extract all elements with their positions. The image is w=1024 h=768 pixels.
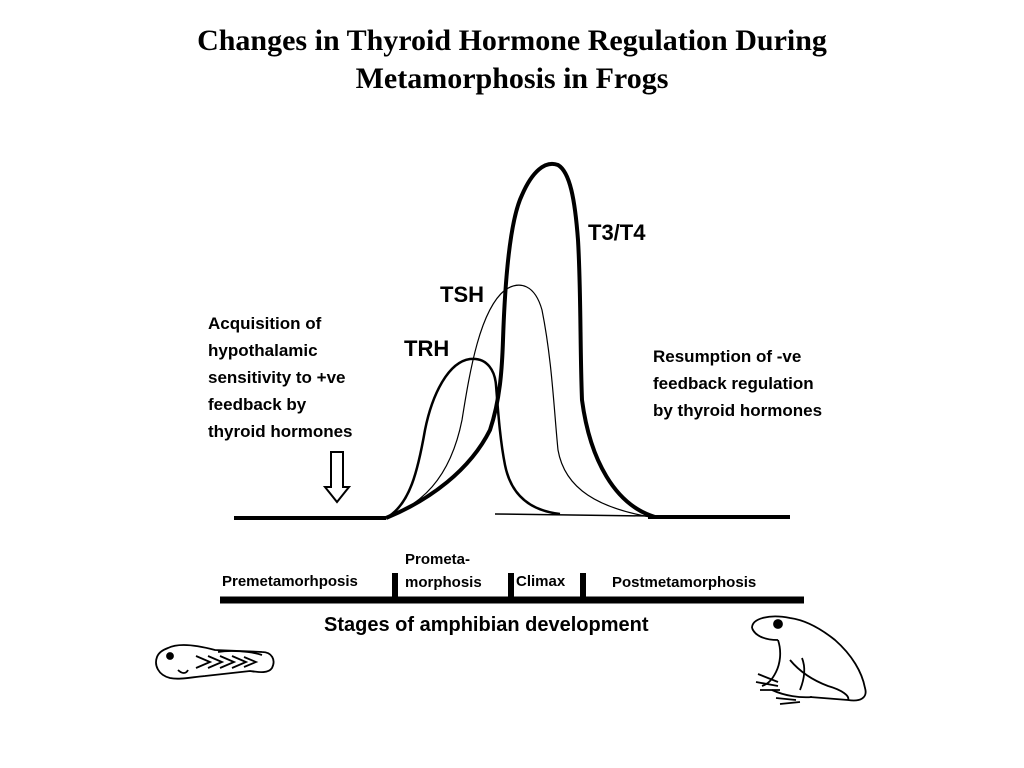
stage-prometa-line-2: morphosis: [405, 574, 482, 591]
right-note-line: feedback regulation: [653, 374, 814, 393]
trh-label: TRH: [404, 336, 450, 361]
frog-icon: [751, 615, 867, 705]
left-note-line: feedback by: [208, 395, 307, 414]
down-arrow-icon: [322, 451, 352, 504]
left-note-line: hypothalamic: [208, 341, 318, 360]
left-note: Acquisition of hypothalamic sensitivity …: [208, 310, 353, 445]
right-note-line: Resumption of -ve: [653, 347, 802, 366]
tadpole-icon: [155, 644, 275, 680]
left-note-line: thyroid hormones: [208, 422, 353, 441]
page-title: Changes in Thyroid Hormone Regulation Du…: [0, 22, 1024, 98]
stage-premetamorphosis: Premetamorhposis: [222, 573, 358, 590]
tsh-curve: [385, 284, 651, 519]
stage-prometamorphosis: Prometa- morphosis: [405, 550, 482, 592]
right-note-line: by thyroid hormones: [653, 401, 823, 420]
tsh-label: TSH: [440, 282, 484, 307]
stage-climax: Climax: [516, 573, 566, 590]
baseline-middle: [494, 513, 651, 517]
title-line-1: Changes in Thyroid Hormone Regulation Du…: [197, 24, 827, 57]
t3t4-curve: [385, 161, 656, 520]
axis-title: Stages of amphibian development: [324, 614, 649, 636]
trh-curve: [385, 357, 561, 520]
left-note-line: sensitivity to +ve: [208, 368, 346, 387]
left-note-line: Acquisition of: [208, 314, 322, 333]
stage-prometa-line-1: Prometa-: [405, 551, 471, 568]
t3t4-label: T3/T4: [588, 220, 646, 245]
title-line-2: Metamorphosis in Frogs: [355, 62, 669, 95]
right-note: Resumption of -ve feedback regulation by…: [653, 343, 822, 424]
stage-postmetamorphosis: Postmetamorphosis: [612, 574, 757, 591]
